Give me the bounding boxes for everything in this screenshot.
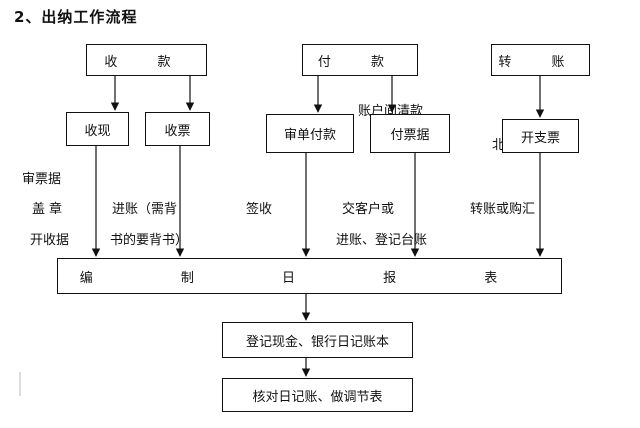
node-daily-report: 编 制 日 报 表 xyxy=(57,258,562,294)
node-ledger: 登记现金、银行日记账本 xyxy=(222,322,413,358)
note-enter-account-2: 书的要背书） xyxy=(110,233,189,248)
node-bill: 收票 xyxy=(145,112,210,146)
node-cash: 收现 xyxy=(66,112,129,146)
node-cheque: 开支票 xyxy=(502,119,579,153)
node-receive: 收 款 xyxy=(86,44,207,76)
note-sign: 签收 xyxy=(246,202,273,217)
note-seal: 盖章 xyxy=(32,202,67,217)
note-issue-receipt: 开收据 xyxy=(30,233,70,248)
node-review-pay: 审单付款 xyxy=(266,114,354,153)
note-enter-account-1: 进账（需背 xyxy=(112,202,178,217)
node-transfer: 转 账 xyxy=(491,44,590,76)
note-review-bill: 审票据 xyxy=(22,172,62,187)
note-transfer-remit: 转账或购汇 xyxy=(470,202,536,217)
note-enter-register: 进账、登记台账 xyxy=(336,233,428,248)
note-deliver: 交客户或 xyxy=(342,202,395,217)
node-reconcile: 核对日记账、做调节表 xyxy=(222,378,413,412)
node-pay: 付 款 xyxy=(302,44,418,76)
fragment-partial-char: 北 xyxy=(492,138,506,153)
page-title: 2、出纳工作流程 xyxy=(14,8,138,26)
node-pay-bill: 付票据 xyxy=(370,114,450,153)
